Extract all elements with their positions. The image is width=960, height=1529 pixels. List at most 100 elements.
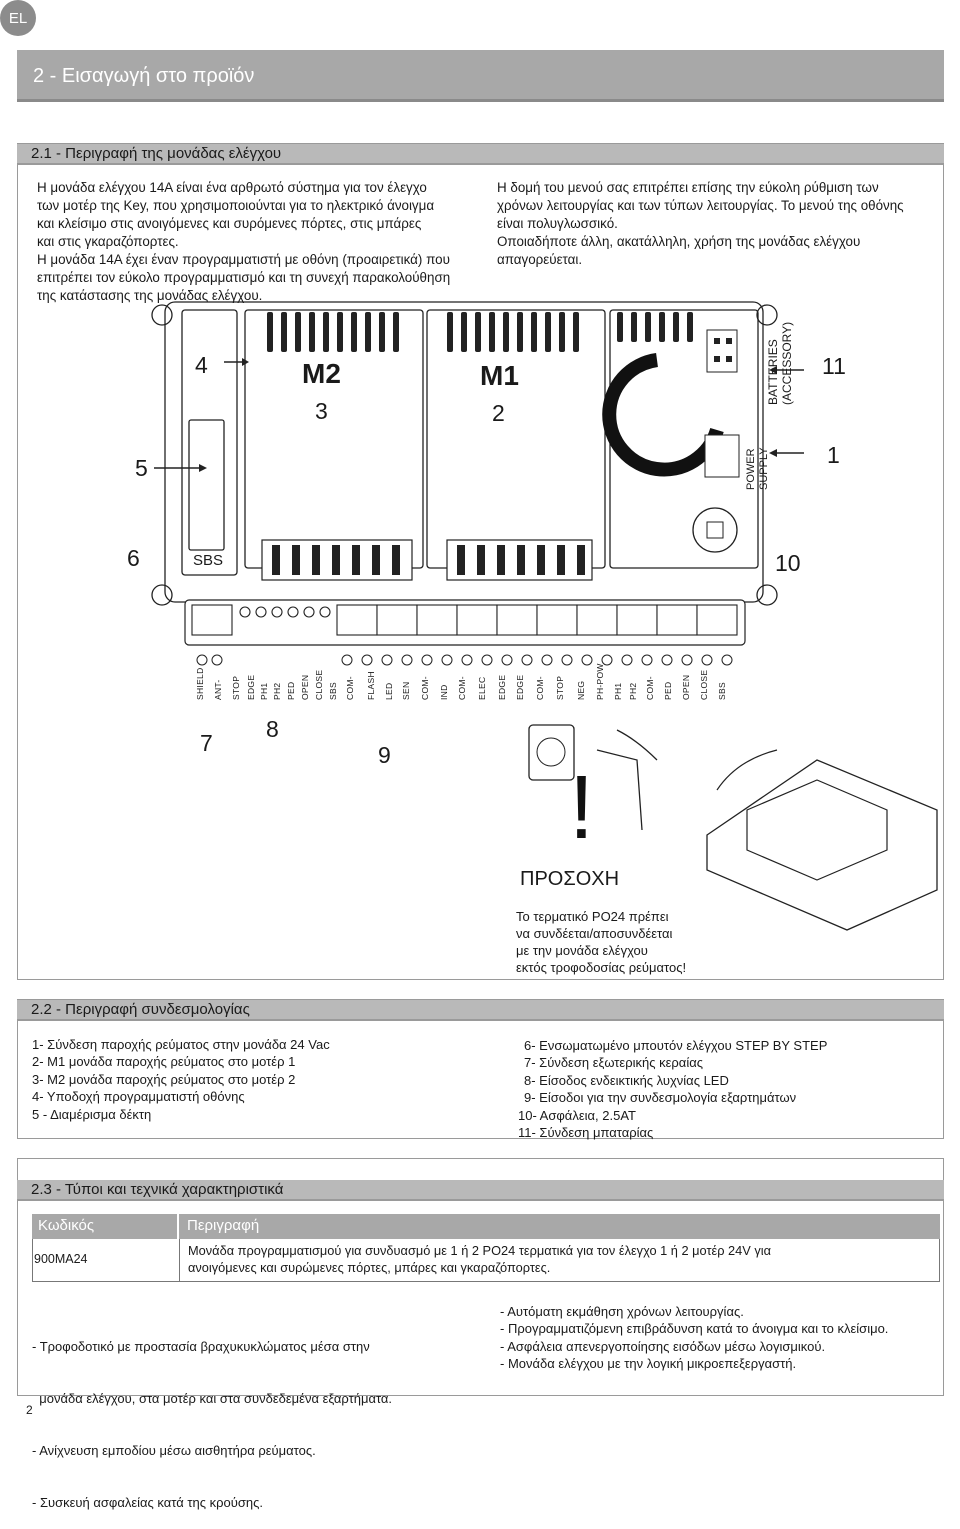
pin-label: PH-POW	[595, 663, 605, 700]
table-cell-code: 900MA24	[33, 1239, 180, 1281]
callout-3: 3	[315, 398, 328, 424]
pin-label: PH2	[628, 682, 638, 700]
pin-label: IND	[439, 684, 449, 700]
callout-8: 8	[266, 716, 279, 742]
pin-label: COM-	[457, 676, 467, 700]
feature-item: - Μονάδα ελέγχου με την λογική μικροεπεξ…	[500, 1356, 797, 1372]
pin-label: PH2	[272, 682, 282, 700]
plug-illustration	[596, 729, 658, 831]
callout-4: 4	[195, 352, 208, 378]
desc-line: ανοιγόμενες και συρώμενες πόρτες, μπάρες…	[188, 1260, 551, 1275]
batteries-line: (ACCESSORY)	[780, 321, 794, 405]
pin-label: PED	[663, 681, 673, 700]
pin-label: EDGE	[246, 674, 256, 700]
spec-table: Κωδικός Περιγραφή 900MA24 Μονάδα προγραμ…	[32, 1214, 940, 1282]
connection-item: 1- Σύνδεση παροχής ρεύματος στην μονάδα …	[32, 1037, 330, 1052]
features-right: - Αυτόματη εκμάθηση χρόνων λειτουργίας. …	[500, 1303, 888, 1373]
intro-line: και κλείσιμο στις ανοιγόμενες και συρόμε…	[37, 216, 422, 231]
feature-item: - Ανίχνευση εμποδίου μέσω αισθητήρα ρεύμ…	[32, 1443, 316, 1459]
mount-hole	[151, 304, 173, 326]
pin-label: STOP	[231, 675, 241, 700]
pin-label: COM-	[420, 676, 430, 700]
exclamation-icon: !	[569, 758, 594, 858]
page-number: 2	[26, 1403, 33, 1417]
section-2-3-header: 2.3 - Τύποι και τεχνικά χαρακτηριστικά	[17, 1180, 944, 1201]
callout-5: 5	[135, 455, 148, 481]
m2-label: M2	[302, 358, 341, 389]
section-2-1-frame	[17, 143, 944, 980]
pin-label: CLOSE	[699, 669, 709, 700]
intro-line: χρόνων λειτουργίας και των τύπων λειτουρ…	[497, 198, 904, 213]
page-title-bar: 2 - Εισαγωγή στο προϊόν	[17, 50, 944, 102]
batteries-line: BATTERIES	[766, 339, 780, 405]
language-badge: EL	[0, 0, 36, 36]
callout-7: 7	[200, 730, 213, 756]
warning-line: με την μονάδα ελέγχου	[516, 943, 648, 958]
power-line: POWER	[745, 448, 757, 490]
connection-item: 3- M2 μονάδα παροχής ρεύματος στο μοτέρ …	[32, 1071, 296, 1087]
connection-item: 9- Είσοδοι για την συνδεσμολογία εξαρτημ…	[524, 1090, 797, 1106]
connection-item: 10- Ασφάλεια, 2.5AT	[518, 1107, 636, 1123]
intro-line: Η δομή του μενού σας επιτρέπει επίσης τη…	[497, 180, 879, 195]
pin-label: SEN	[401, 681, 411, 700]
battery-connector	[706, 329, 738, 373]
section-2-1-header: 2.1 - Περιγραφή της μονάδας ελέγχου	[17, 144, 944, 165]
pin-label: PH1	[259, 682, 269, 700]
pin-label: NEG	[576, 680, 586, 700]
batteries-label: BATTERIES (ACCESSORY)	[766, 322, 794, 405]
feature-item: - Ασφάλεια απενεργοποίησης εισόδων μέσω …	[500, 1338, 826, 1354]
mount-hole	[756, 584, 778, 606]
feature-item: - Συσκευή ασφαλείας κατά της κρούσης.	[32, 1495, 263, 1511]
pin-label: OPEN	[300, 674, 310, 700]
feature-item: - Αυτόματη εκμάθηση χρόνων λειτουργίας.	[500, 1304, 744, 1319]
table-cell-description: Μονάδα προγραμματισμού για συνδυασμό με …	[180, 1239, 939, 1281]
feature-item: - Τροφοδοτικό με προστασία βραχυκυκλώματ…	[32, 1338, 370, 1354]
section-2-3-frame	[17, 1158, 944, 1396]
section-2-1-title: 2.1 - Περιγραφή της μονάδας ελέγχου	[31, 145, 282, 162]
intro-line: απαγορεύεται.	[497, 252, 583, 267]
connection-item: 5 - Διαμέρισμα δέκτη	[32, 1106, 152, 1122]
mount-hole	[756, 304, 778, 326]
warning-line: Το τερματικό PO24 πρέπει	[516, 909, 669, 924]
power-supply-label: POWER SUPPLY	[745, 447, 771, 490]
intro-line: Οποιαδήποτε άλλη, ακατάλληλη, χρήση της …	[497, 234, 861, 249]
pin-label: EDGE	[497, 674, 507, 700]
pin-label: ELEC	[477, 676, 487, 700]
callout-1: 1	[827, 442, 840, 468]
callout-9: 9	[378, 742, 391, 768]
pin-label: SBS	[717, 682, 727, 700]
features-left: - Τροφοδοτικό με προστασία βραχυκυκλώματ…	[32, 1303, 392, 1529]
section-2-3-title: 2.3 - Τύποι και τεχνικά χαρακτηριστικά	[31, 1181, 284, 1198]
page-title: 2 - Εισαγωγή στο προϊόν	[33, 65, 255, 87]
intro-left: Η μονάδα ελέγχου 14A είναι ένα αρθρωτό σ…	[37, 179, 507, 305]
intro-line: Η μονάδα ελέγχου 14A είναι ένα αρθρωτό σ…	[37, 180, 427, 195]
warning-text: Το τερματικό PO24 πρέπει να συνδέεται/απ…	[516, 908, 686, 976]
callout-10: 10	[775, 550, 801, 576]
keyautomation-logo	[602, 353, 724, 477]
pin-label: COM-	[645, 676, 655, 700]
connection-item: 11- Σύνδεση μπαταρίας	[518, 1125, 654, 1141]
pin-label: SBS	[328, 682, 338, 700]
pin-label: OPEN	[681, 674, 691, 700]
pin-label: CLOSE	[314, 669, 324, 700]
section-2-2-header: 2.2 - Περιγραφή συνδεσμολογίας	[17, 1000, 944, 1021]
intro-line: Η μονάδα 14A έχει έναν προγραμματιστή με…	[37, 252, 450, 267]
control-unit-diagram: !	[151, 301, 938, 931]
warning-line: να συνδέεται/αποσυνδέεται	[516, 926, 673, 941]
feature-item: μονάδα ελέγχου, στα μοτέρ και στα συνδεδ…	[32, 1391, 393, 1407]
callout-2: 2	[492, 400, 505, 426]
pin-label: SHIELD	[195, 667, 205, 700]
feature-item: - Προγραμματιζόμενη επιβράδυνση κατά το …	[500, 1321, 889, 1337]
connection-item: 6- Ενσωματωμένο μπουτόν ελέγχου STEP BY …	[524, 1038, 828, 1053]
power-supply-connector	[704, 434, 740, 478]
pin-label: STOP	[555, 675, 565, 700]
connections-left: 1- Σύνδεση παροχής ρεύματος στην μονάδα …	[32, 1036, 330, 1123]
section-2-2-frame	[17, 999, 944, 1139]
pin-label: FLASH	[366, 671, 376, 700]
m1-label: M1	[480, 360, 519, 391]
callout-6: 6	[127, 545, 140, 571]
warning-title: ΠΡΟΣΟΧΗ	[520, 868, 620, 890]
pin-label: LED	[384, 682, 394, 700]
pin-label: PH1	[613, 682, 623, 700]
